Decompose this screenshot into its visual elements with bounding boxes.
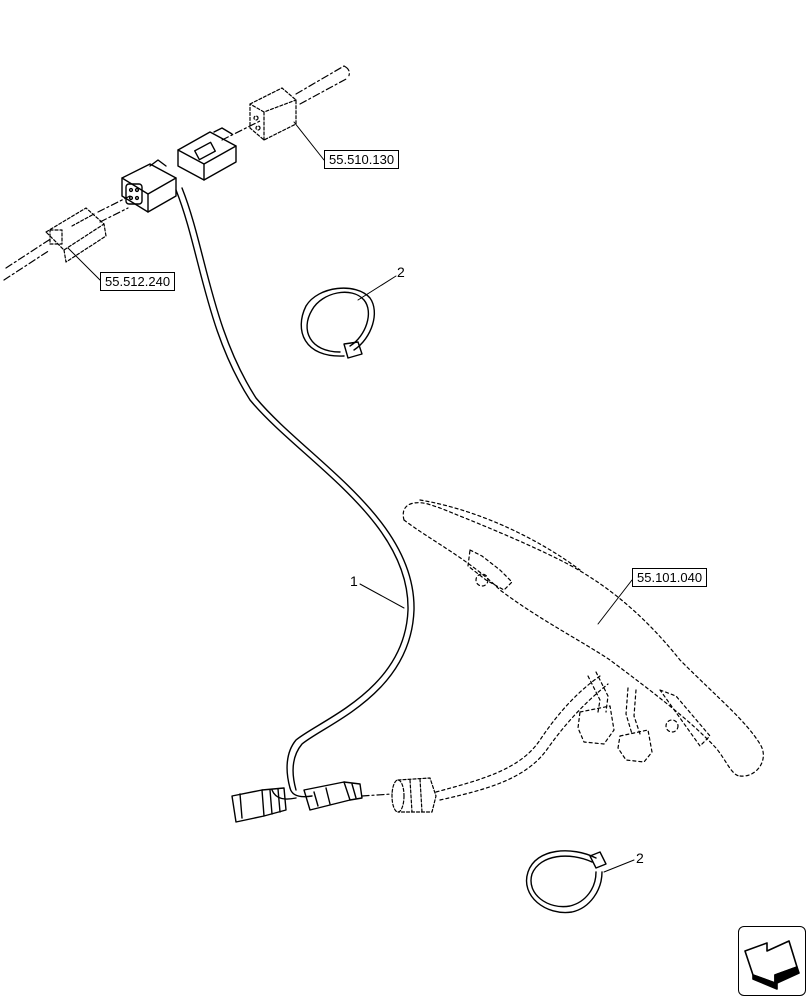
reference-label-left: 55.512.240	[100, 272, 176, 291]
next-page-button[interactable]	[738, 926, 806, 996]
connector-link-line	[361, 793, 393, 797]
connector-a	[121, 159, 177, 213]
connector-b	[177, 127, 237, 181]
reference-label-top: 55.510.130	[324, 150, 400, 169]
callout-tie-lower: 2	[636, 850, 644, 866]
cable-tie-lower	[525, 850, 607, 914]
callout-harness: 1	[350, 573, 358, 589]
leader-lines	[67, 121, 635, 873]
cable-tie-upper	[300, 287, 375, 359]
phantom-connector-top	[249, 87, 297, 141]
callout-tie-upper: 2	[397, 264, 405, 280]
connector-lower-left	[231, 787, 287, 823]
phantom-connector-lower	[391, 777, 437, 813]
phantom-main-harness	[402, 499, 764, 801]
existing-harness-top	[3, 65, 350, 281]
connector-lower-right	[303, 781, 363, 811]
next-page-arrow-icon	[744, 940, 800, 990]
harness-cable	[175, 187, 415, 800]
phantom-connector-left	[45, 207, 107, 263]
reference-label-right: 55.101.040	[632, 568, 708, 587]
